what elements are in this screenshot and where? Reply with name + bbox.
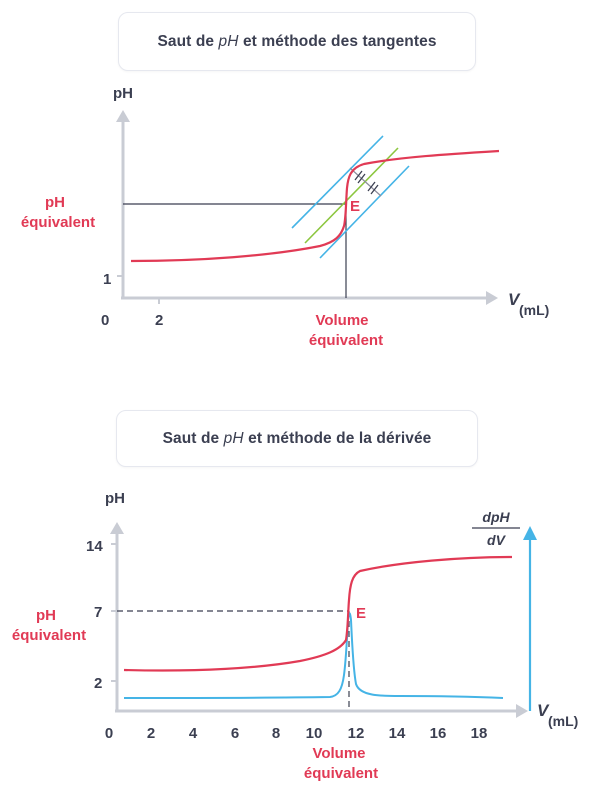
titration-curve — [123, 555, 513, 672]
y-axis-label: pH — [105, 490, 125, 507]
volume-equivalent-label-1: Volume — [312, 745, 365, 762]
y-axis-label: pH — [113, 85, 133, 102]
x-tick-label: 2 — [147, 725, 155, 742]
x-tick-label: 10 — [306, 725, 323, 742]
x-tick-label-2: 2 — [155, 312, 163, 329]
x-axis-unit: (mL) — [548, 713, 578, 729]
y-tick-label-2: 2 — [94, 675, 102, 692]
median-line — [304, 147, 399, 244]
ph-equivalent-label-1: pH — [45, 194, 65, 211]
x-tick-label: 8 — [272, 725, 280, 742]
volume-equivalent-label-1: Volume — [315, 312, 368, 329]
derivative-axis-numerator: dpH — [482, 509, 510, 525]
tangent-diagram: pH E pH équivalent 1 0 2 Volume équivale… — [21, 85, 549, 349]
titration-curve — [130, 149, 500, 263]
upper-tangent — [291, 135, 384, 229]
y-tick-label-14: 14 — [86, 538, 103, 555]
y-tick-label-1: 1 — [103, 271, 111, 288]
x-tick-label: 0 — [105, 725, 113, 742]
tangent-method-title: Saut de pH et méthode des tangentes — [118, 12, 476, 71]
x-tick-label: 18 — [471, 725, 488, 742]
lower-tangent — [319, 165, 410, 259]
y-axis-arrow — [110, 522, 124, 534]
x-tick-label: 6 — [231, 725, 239, 742]
point-e-label: E — [350, 198, 360, 215]
volume-equivalent-label-2: équivalent — [309, 332, 383, 349]
derivative-method-title: Saut de pH et méthode de la dérivée — [116, 410, 478, 467]
y-tick-label-7: 7 — [94, 604, 102, 621]
x-axis-var: V — [537, 701, 550, 720]
y-axis-arrow — [116, 110, 130, 122]
x-axis-unit: (mL) — [519, 302, 549, 318]
perpendicular-segment — [349, 167, 382, 197]
title-suffix: et méthode de la dérivée — [243, 429, 432, 447]
title-prefix: Saut de — [162, 429, 224, 447]
x-tick-labels: 0 2 4 6 8 10 12 14 16 18 — [105, 725, 488, 742]
title-suffix: et méthode des tangentes — [238, 32, 437, 50]
x-axis-arrow — [516, 704, 528, 718]
volume-equivalent-label-2: équivalent — [304, 765, 378, 782]
ph-equivalent-label-1: pH — [36, 607, 56, 624]
x-tick-label: 16 — [430, 725, 447, 742]
derivative-axis-arrow — [523, 526, 537, 540]
equal-distance-marks — [354, 170, 379, 195]
derivative-diagram: pH 14 7 2 pH équivalent E dpH dV 0 2 4 6… — [12, 490, 578, 782]
derivative-curve — [123, 612, 504, 699]
title-prefix: Saut de — [157, 32, 219, 50]
x-tick-label: 14 — [389, 725, 406, 742]
x-axis-arrow — [486, 291, 498, 305]
x-tick-label: 12 — [348, 725, 365, 742]
ph-equivalent-label-2: équivalent — [21, 214, 95, 231]
title-ph: pH — [223, 429, 244, 447]
derivative-axis-denominator: dV — [487, 532, 507, 548]
x-axis-var: V — [508, 290, 521, 309]
x-tick-label: 4 — [189, 725, 198, 742]
ph-equivalent-label-2: équivalent — [12, 627, 86, 644]
point-e-label: E — [356, 605, 366, 622]
title-ph: pH — [218, 32, 239, 50]
origin-label: 0 — [101, 312, 109, 329]
